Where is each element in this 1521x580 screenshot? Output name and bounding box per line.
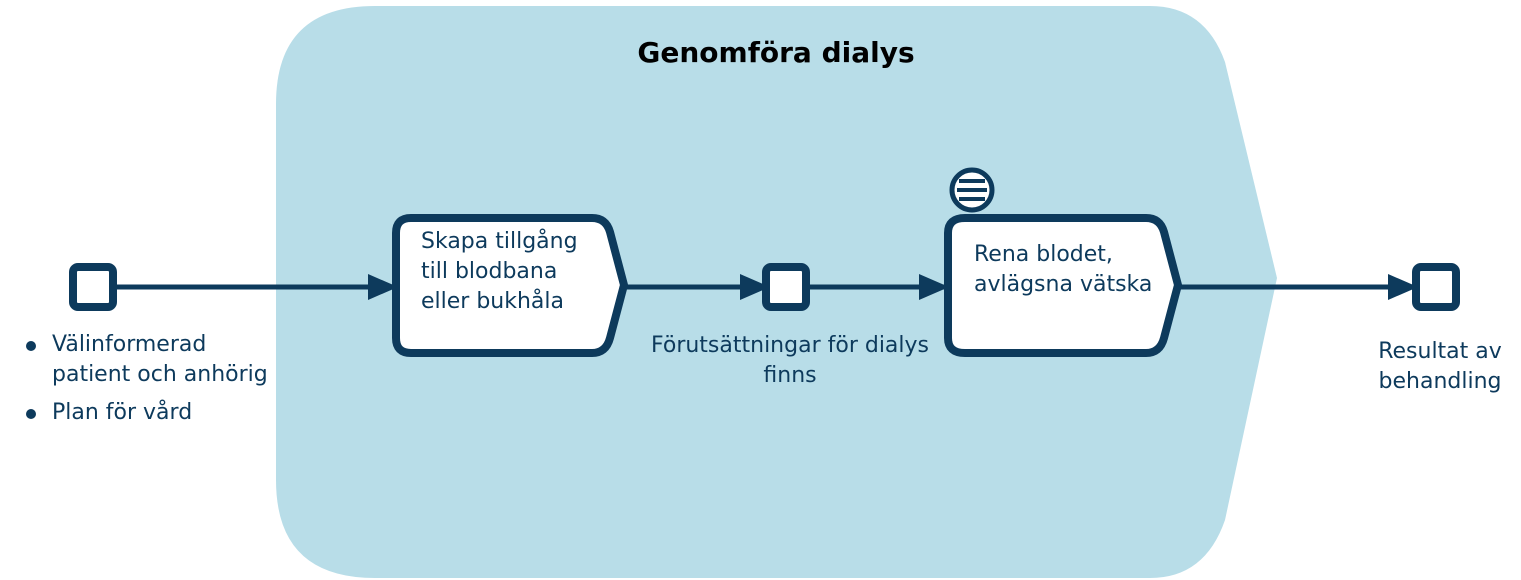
- input-item: Plan för vård: [26, 398, 282, 428]
- output-label: Resultat av behandling: [1378, 339, 1502, 394]
- step-1-label: Skapa tillgång till blodbana eller bukhå…: [421, 229, 578, 314]
- output-port[interactable]: [1412, 263, 1460, 311]
- step-2-shape[interactable]: [944, 214, 1182, 357]
- input-item: Välinformerad patient och anhörig: [26, 330, 282, 390]
- intermediate-label: Förutsättningar för dialys finns: [650, 333, 930, 388]
- input-list: Välinformerad patient och anhörig Plan f…: [26, 330, 282, 436]
- step-1-shape[interactable]: [392, 214, 628, 357]
- process-title: Genomföra dialys: [637, 36, 915, 69]
- intermediate-port[interactable]: [762, 263, 810, 311]
- list-icon: [949, 167, 995, 213]
- step-2-label: Rena blodet, avlägsna vätska: [974, 242, 1153, 297]
- input-port[interactable]: [69, 263, 117, 311]
